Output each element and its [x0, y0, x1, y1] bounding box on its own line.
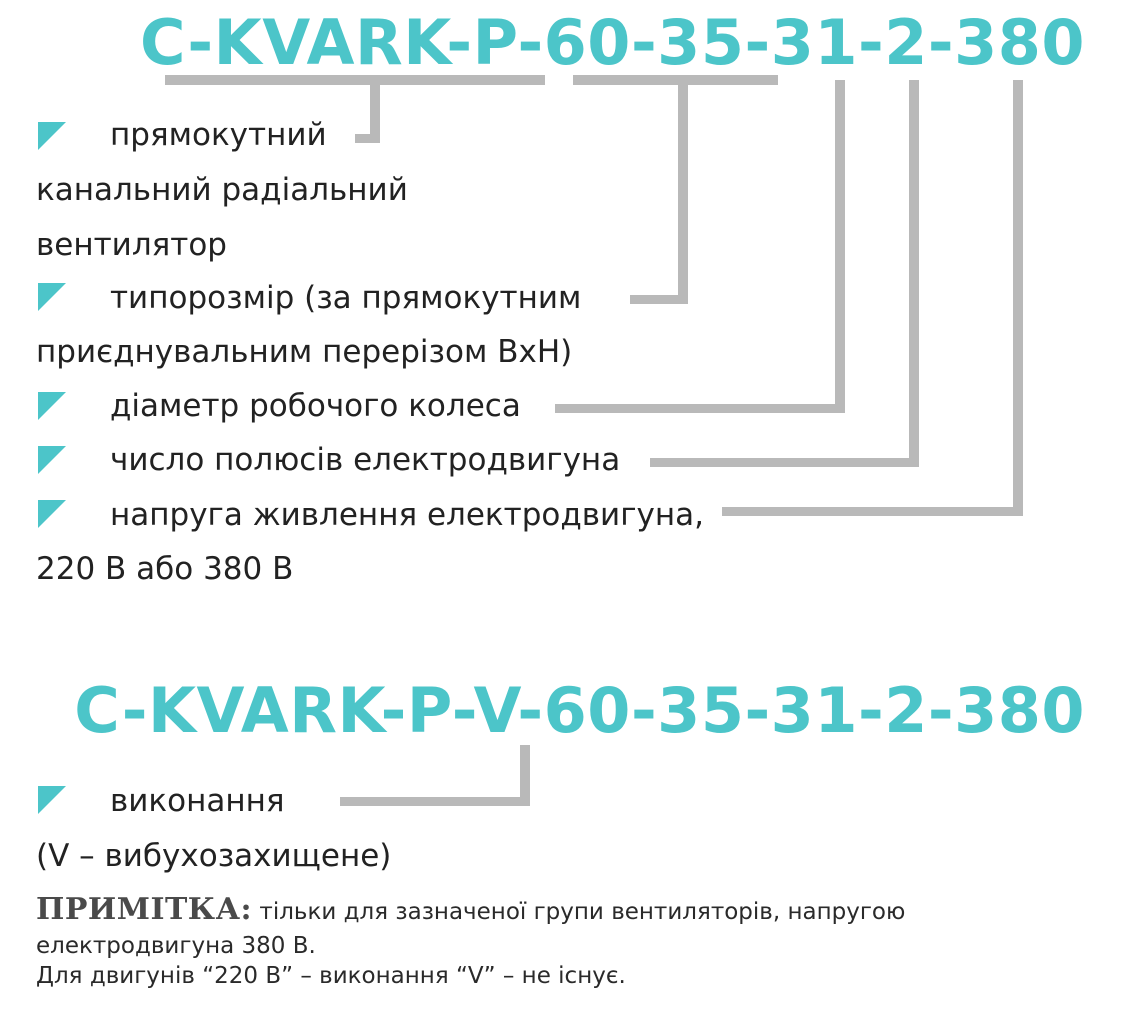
legend-type-line1: прямокутний: [110, 117, 327, 153]
legend-version-line1: виконання: [110, 783, 285, 819]
note-label: ПРИМІТКА:: [36, 892, 253, 927]
connector-vertical-diameter: [835, 80, 845, 413]
model-code-variant: C-KVARK-P-V-60-35-31-2-380: [74, 674, 1085, 747]
legend-size-line2: приєднувальним перерізом ВхН): [36, 334, 573, 370]
connector-stub-voltage: [722, 507, 1023, 516]
teal-triangle-bullet-icon: [38, 392, 66, 420]
legend-voltage-line1: напруга живлення електродвигуна,: [110, 497, 704, 533]
connector-vertical-voltage: [1013, 80, 1023, 516]
legend-diameter: діаметр робочого колеса: [110, 388, 521, 424]
model-code-main: C-KVARK-P-60-35-31-2-380: [140, 6, 1085, 79]
connector-vertical-poles: [909, 80, 919, 467]
connector-stub-poles: [650, 458, 919, 467]
legend-voltage-line2: 220 В або 380 В: [36, 551, 294, 587]
connector-stub-version: [340, 797, 530, 806]
teal-triangle-bullet-icon: [38, 446, 66, 474]
note-line1: ПРИМІТКА: тільки для зазначеної групи ве…: [36, 892, 905, 928]
note-line3: Для двигунів “220 В” – виконання “V” – н…: [36, 963, 626, 989]
connector-vertical-type: [370, 80, 380, 143]
legend-poles: число полюсів електродвигуна: [110, 442, 621, 478]
connector-vertical-version: [520, 745, 530, 806]
teal-triangle-bullet-icon: [38, 786, 66, 814]
connector-vertical-size: [678, 80, 688, 304]
connector-underline-size: [573, 75, 778, 85]
note-text-line1: тільки для зазначеної групи вентиляторів…: [259, 899, 906, 925]
teal-triangle-bullet-icon: [38, 283, 66, 311]
legend-size-line1: типорозмір (за прямокутним: [110, 280, 582, 316]
connector-underline-type: [165, 75, 545, 85]
connector-stub-diameter: [555, 404, 845, 413]
teal-triangle-bullet-icon: [38, 122, 66, 150]
legend-type-line3: вентилятор: [36, 227, 227, 263]
note-line2: електродвигуна 380 В.: [36, 933, 316, 959]
connector-stub-size: [630, 295, 688, 304]
teal-triangle-bullet-icon: [38, 500, 66, 528]
connector-stub-type: [355, 134, 380, 143]
legend-type-line2: канальний радіальний: [36, 172, 408, 208]
legend-version-line2: (V – вибухозахищене): [36, 838, 392, 874]
